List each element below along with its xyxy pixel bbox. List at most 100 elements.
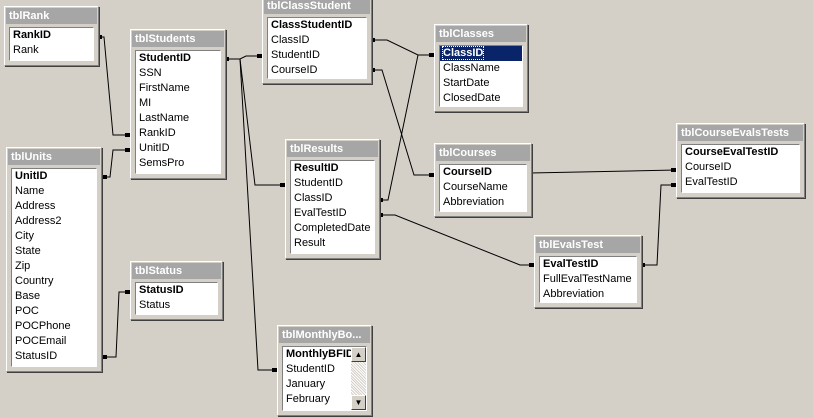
relationship-rank-students xyxy=(97,36,130,136)
field-list: ClassStudentID ClassID StudentID CourseI… xyxy=(267,17,367,79)
field-item[interactable]: StatusID xyxy=(15,350,58,362)
field-item[interactable]: POC xyxy=(15,305,39,317)
field-item[interactable]: StudentID xyxy=(139,52,191,64)
field-item[interactable]: CompletedDate xyxy=(294,222,371,234)
table-window-units[interactable]: tblUnits UnitID Name Address Address2 Ci… xyxy=(6,147,102,372)
field-item[interactable]: CourseID xyxy=(443,166,492,178)
field-item[interactable]: StudentID xyxy=(286,363,335,375)
table-window-courses[interactable]: tblCourses CourseID CourseName Abbreviat… xyxy=(434,143,532,217)
field-item[interactable]: Result xyxy=(294,237,326,249)
field-item[interactable]: RankID xyxy=(13,29,51,41)
field-list: ClassID ClassName StartDate ClosedDate xyxy=(439,45,523,107)
table-title[interactable]: tblResults xyxy=(287,141,378,157)
field-item[interactable]: Rank xyxy=(13,44,39,56)
table-title[interactable]: tblCourseEvalsTests xyxy=(678,125,803,141)
field-item[interactable]: EvalTestID xyxy=(543,258,599,270)
field-list: MonthlyBFID StudentID January February ▲… xyxy=(282,346,367,411)
field-item[interactable]: UnitID xyxy=(15,170,48,182)
field-item[interactable]: CourseID xyxy=(271,64,318,76)
table-title[interactable]: tblStatus xyxy=(132,263,221,279)
field-item[interactable]: StudentID xyxy=(294,177,343,189)
relationship-results-evalstest xyxy=(378,214,534,266)
field-item[interactable]: FirstName xyxy=(139,82,190,94)
table-window-classes[interactable]: tblClasses ClassID ClassName StartDate C… xyxy=(434,24,528,112)
field-item[interactable]: ClassID xyxy=(271,34,310,46)
table-title[interactable]: tblClassStudent xyxy=(264,0,370,14)
field-item[interactable]: FullEvalTestName xyxy=(543,273,632,285)
field-list: UnitID Name Address Address2 City State … xyxy=(11,168,97,367)
relationship-units-students xyxy=(102,149,130,178)
field-item[interactable]: Base xyxy=(15,290,41,302)
field-item[interactable]: Abbreviation xyxy=(443,196,505,208)
table-title[interactable]: tblRank xyxy=(6,8,97,24)
field-list: StudentID SSN FirstName MI LastName Rank… xyxy=(135,50,221,174)
field-item[interactable]: Name xyxy=(15,185,45,197)
field-item[interactable]: POCPhone xyxy=(15,320,71,332)
field-item[interactable]: CourseName xyxy=(443,181,508,193)
field-item[interactable]: StartDate xyxy=(443,77,490,89)
table-window-rank[interactable]: tblRank RankID Rank xyxy=(4,6,99,66)
table-window-students[interactable]: tblStudents StudentID SSN FirstName MI L… xyxy=(130,29,226,179)
vertical-scrollbar[interactable]: ▲ ▼ xyxy=(351,347,366,410)
scroll-up-arrow-icon[interactable]: ▲ xyxy=(351,347,366,362)
table-window-status[interactable]: tblStatus StatusID Status xyxy=(130,261,223,320)
relationship-units-status xyxy=(102,291,130,358)
field-item[interactable]: January xyxy=(286,378,326,390)
field-item[interactable]: SemsPro xyxy=(139,157,185,169)
field-item[interactable]: Abbreviation xyxy=(543,288,605,300)
table-title[interactable]: tblClasses xyxy=(436,26,526,42)
field-item[interactable]: Country xyxy=(15,275,54,287)
table-title[interactable]: tblMonthlyBo... xyxy=(279,327,370,343)
table-title[interactable]: tblEvalsTest xyxy=(536,237,640,253)
field-item[interactable]: ClassName xyxy=(443,62,500,74)
field-item[interactable]: Address xyxy=(15,200,56,212)
field-item[interactable]: ClassStudentID xyxy=(271,19,353,31)
field-list: CourseID CourseName Abbreviation xyxy=(439,164,527,212)
field-item-label: ClassID xyxy=(441,46,485,60)
field-item[interactable]: State xyxy=(15,245,41,257)
table-window-monthlybf[interactable]: tblMonthlyBo... MonthlyBFID StudentID Ja… xyxy=(277,325,372,416)
field-list: StatusID Status xyxy=(135,282,218,315)
relationship-courses-courseevalstests xyxy=(529,169,677,174)
field-list: CourseEvalTestID CourseID EvalTestID xyxy=(681,144,800,193)
field-item[interactable]: CourseEvalTestID xyxy=(685,146,779,158)
field-item[interactable]: City xyxy=(15,230,34,242)
field-item[interactable]: Address2 xyxy=(15,215,62,227)
field-item[interactable]: EvalTestID xyxy=(294,207,347,219)
field-item[interactable]: UnitID xyxy=(139,142,170,154)
table-window-classstudent[interactable]: tblClassStudent ClassStudentID ClassID S… xyxy=(262,0,372,84)
field-item[interactable]: Status xyxy=(139,299,171,311)
field-item[interactable]: EvalTestID xyxy=(685,176,738,188)
field-item[interactable]: LastName xyxy=(139,112,190,124)
field-item[interactable]: POCEmail xyxy=(15,335,67,347)
table-title[interactable]: tblCourses xyxy=(436,145,530,161)
field-item[interactable]: MI xyxy=(139,97,152,109)
field-item[interactable]: ClassID xyxy=(294,192,333,204)
field-item[interactable]: MonthlyBFID xyxy=(286,348,354,360)
field-item[interactable]: SSN xyxy=(139,67,162,79)
relationship-classstudent-courses xyxy=(370,69,434,176)
relationship-classes-results xyxy=(378,54,434,201)
field-item[interactable]: ClosedDate xyxy=(443,92,501,104)
field-item[interactable]: Zip xyxy=(15,260,31,272)
field-item-selected[interactable]: ClassID xyxy=(440,46,522,61)
table-title[interactable]: tblStudents xyxy=(132,31,224,47)
field-item[interactable]: ResultID xyxy=(294,162,339,174)
field-item[interactable]: RankID xyxy=(139,127,176,139)
relationship-students-monthlybf xyxy=(224,58,277,371)
table-window-courseevalstests[interactable]: tblCourseEvalsTests CourseEvalTestID Cou… xyxy=(676,123,805,198)
table-window-evalstest[interactable]: tblEvalsTest EvalTestID FullEvalTestName… xyxy=(534,235,642,308)
field-item[interactable]: February xyxy=(286,393,331,405)
field-list: ResultID StudentID ClassID EvalTestID Co… xyxy=(290,160,375,254)
field-item[interactable]: StudentID xyxy=(271,49,320,61)
relationship-courseevalstests-evalstest xyxy=(640,184,676,266)
relationship-classes-classstudent xyxy=(370,39,434,56)
field-list: EvalTestID FullEvalTestName Abbreviation xyxy=(539,256,637,303)
field-item[interactable]: StatusID xyxy=(139,284,184,296)
field-item[interactable]: CourseID xyxy=(685,161,732,173)
scroll-down-arrow-icon[interactable]: ▼ xyxy=(351,395,366,410)
table-title[interactable]: tblUnits xyxy=(8,149,100,165)
table-window-results[interactable]: tblResults ResultID StudentID ClassID Ev… xyxy=(285,139,380,259)
field-list: RankID Rank xyxy=(9,27,94,61)
